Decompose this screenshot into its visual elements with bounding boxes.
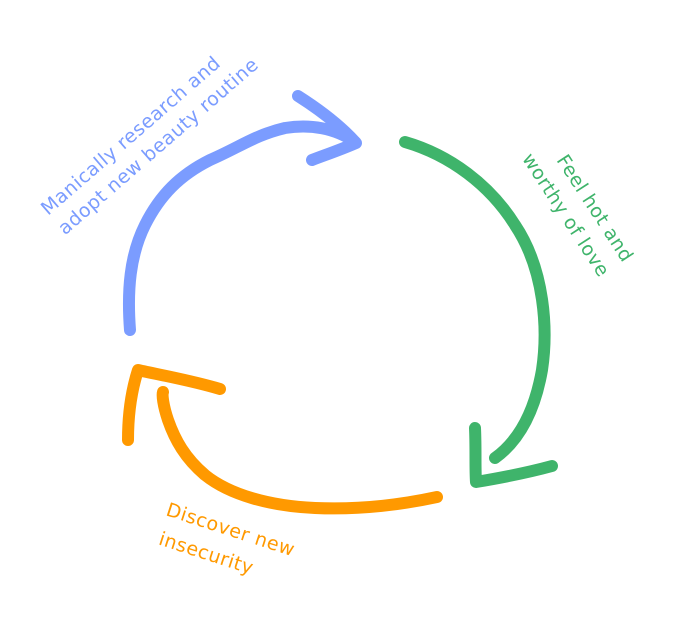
- label-research-line1: Manically research and: [37, 52, 225, 220]
- blue-arrow-shaft: [122, 120, 361, 336]
- green-cycle-arrow: [399, 136, 558, 488]
- label-discover: Discover new insecurity: [154, 499, 304, 592]
- green-arrow-shaft: [399, 136, 551, 464]
- blue-cycle-arrow: [122, 90, 362, 336]
- blue-arrow-head: [292, 90, 362, 166]
- orange-arrow-head: [122, 364, 226, 446]
- orange-arrow-shaft: [156, 386, 443, 515]
- green-arrow-head: [469, 422, 558, 488]
- orange-cycle-arrow: [122, 364, 443, 515]
